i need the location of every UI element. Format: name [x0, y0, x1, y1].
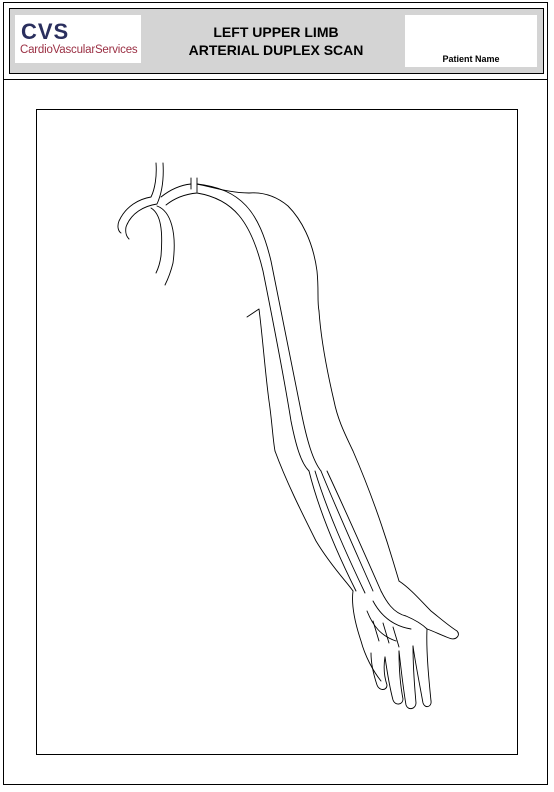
- logo-company-name: CardioVascularServices: [20, 44, 137, 57]
- descending-aorta-right: [157, 206, 174, 285]
- armpit-contour: [247, 309, 275, 451]
- report-title-line-1: LEFT UPPER LIMB: [150, 23, 402, 41]
- report-title-line-2: ARTERIAL DUPLEX SCAN: [150, 41, 402, 59]
- patient-name-label: Patient Name: [405, 54, 537, 64]
- palm-thenar: [381, 591, 427, 629]
- brachial-artery-upper: [197, 184, 321, 471]
- finger-little: [371, 653, 387, 690]
- shoulder-outline: [197, 184, 319, 311]
- company-logo: CVS CardioVascularServices: [15, 15, 141, 63]
- wrist-and-palm: [353, 591, 381, 681]
- patient-name-box[interactable]: Patient Name: [405, 15, 537, 67]
- header-divider: [3, 79, 548, 80]
- aortic-arch-inner: [126, 163, 164, 239]
- finger-middle: [399, 646, 416, 709]
- logo-abbreviation: CVS: [21, 21, 69, 43]
- palmar-arch: [367, 601, 411, 641]
- medial-arm-contour: [275, 451, 353, 591]
- arm-artery-illustration: [37, 110, 517, 754]
- descending-aorta-left: [151, 208, 162, 273]
- aortic-arch-outer: [118, 163, 156, 233]
- subclavian-artery-lower: [166, 193, 197, 205]
- thumb: [399, 581, 458, 639]
- radial-artery-b: [327, 471, 381, 591]
- report-title: LEFT UPPER LIMB ARTERIAL DUPLEX SCAN: [150, 23, 402, 59]
- anatomy-diagram-panel: [36, 109, 518, 755]
- subclavian-vessel-stub: [191, 178, 197, 192]
- palmar-digital-lines: [373, 621, 399, 647]
- ulnar-artery-a: [309, 471, 356, 591]
- brachial-artery-lower: [197, 193, 309, 471]
